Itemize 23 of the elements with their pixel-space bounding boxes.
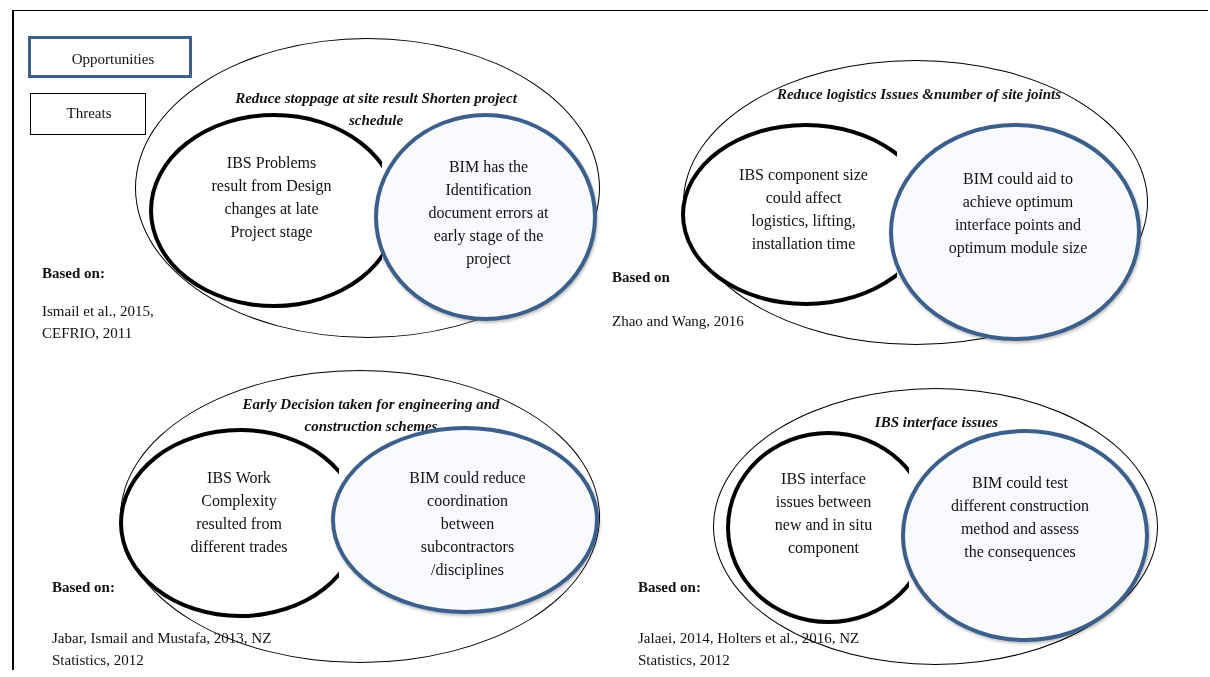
threat-text: IBS Problems result from Design changes at late Project stage: [210, 153, 333, 243]
group-title: IBS interface issues: [873, 413, 1000, 432]
legend-text: Opportunities: [70, 50, 156, 69]
threat-text: IBS Work Complexity resulted from different trades: [189, 468, 289, 557]
opportunity-text: BIM has the Identification document errors at early stage of the project: [427, 157, 550, 270]
group-title: Early Decision taken for engineering and construction schemes: [241, 395, 501, 436]
legend-box: [30, 93, 146, 135]
group-title: Reduce logistics Issues &number of site joints: [775, 85, 1063, 104]
citation-text: Zhao and Wang, 2016: [612, 312, 745, 331]
opportunity-text: BIM could aid to achieve optimum interface points and optimum module size: [948, 169, 1088, 259]
source-heading: Based on:: [638, 578, 702, 597]
legend-box: [28, 36, 192, 78]
threat-text: IBS component size could affect logistics, lifting, installation time: [738, 165, 869, 254]
threat-text: IBS interface issues between new and in situ component: [773, 469, 874, 559]
source-heading: Based on:: [52, 578, 116, 597]
opportunity-text: BIM could test different construction method and assess the consequences: [950, 473, 1090, 563]
group-title: Reduce stoppage at site result Shorten project schedule: [234, 89, 519, 130]
source-heading: Based on:: [42, 264, 106, 283]
source-heading: Based on: [612, 268, 671, 287]
opportunity-text: BIM could reduce coordination between subcontractors /disciplines: [408, 468, 527, 581]
citation-text: Ismail et al., 2015, CEFRIO, 2011: [42, 302, 155, 343]
legend-text: Threats: [65, 104, 113, 123]
citation-text: Jalaei, 2014, Holters et al., 2016, NZ Statistics, 2012: [638, 629, 860, 670]
